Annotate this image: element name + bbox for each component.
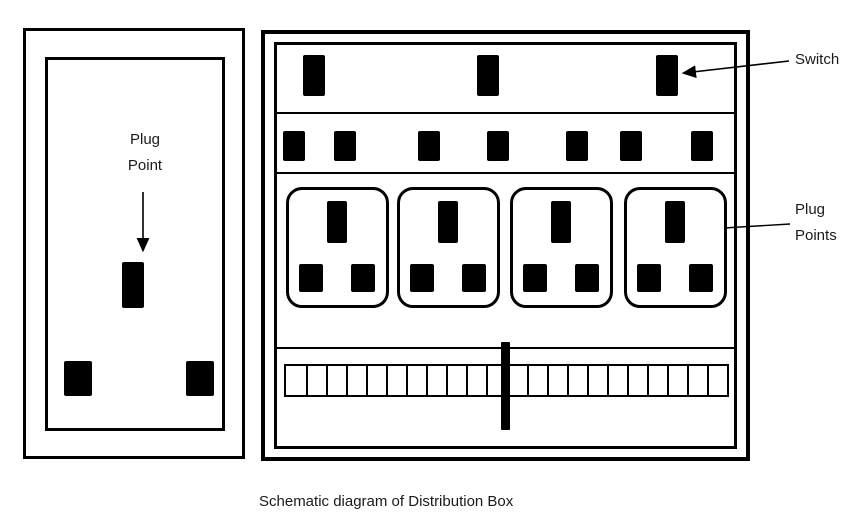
terminal-cell-divider [527,366,529,395]
plug-socket [286,187,389,308]
plug-points-annotation-line2: Points [795,227,837,244]
socket-live-pin [523,264,547,292]
terminal-cell-divider [587,366,589,395]
switch-annotation-text: Switch [795,51,840,68]
terminal-cell-divider [567,366,569,395]
terminal-cell-divider [707,366,709,395]
terminal-cell-divider [326,366,328,395]
terminal-cell-divider [647,366,649,395]
plug-point-left-pin [64,361,92,396]
plug-point-label-line1: Plug [129,131,161,148]
divider-line-top [277,112,734,114]
terminal-cell-divider [386,366,388,395]
rocker-switch [283,131,305,161]
rocker-switch [334,131,356,161]
terminal-cell-divider [306,366,308,395]
socket-earth-pin [327,201,347,243]
rocker-switch [487,131,509,161]
rocker-switch [418,131,440,161]
socket-live-pin [410,264,434,292]
plug-point-label-line2: Point [127,157,163,174]
terminal-cell-divider [446,366,448,395]
main-switch [303,55,325,96]
plug-socket [624,187,727,308]
terminal-cell-divider [687,366,689,395]
divider-line-middle [277,172,734,174]
plug-socket [510,187,613,308]
socket-neutral-pin [689,264,713,292]
plug-points-annotation-line1: Plug [795,201,826,218]
socket-earth-pin [438,201,458,243]
rocker-switch [620,131,642,161]
socket-neutral-pin [351,264,375,292]
terminal-cell-divider [667,366,669,395]
socket-live-pin [637,264,661,292]
terminal-cell-divider [406,366,408,395]
plug-point-right-pin [186,361,214,396]
plug-socket [397,187,500,308]
socket-neutral-pin [575,264,599,292]
diagram-caption: Schematic diagram of Distribution Box [259,493,514,510]
terminal-cell-divider [466,366,468,395]
socket-earth-pin [665,201,685,243]
rocker-switch [691,131,713,161]
socket-neutral-pin [462,264,486,292]
socket-live-pin [299,264,323,292]
terminal-cell-divider [426,366,428,395]
terminal-cell-divider [547,366,549,395]
main-switch [656,55,678,96]
rocker-switch [566,131,588,161]
terminal-cell-divider [627,366,629,395]
plug-point-label: Plug Point [95,127,195,179]
socket-earth-pin [551,201,571,243]
terminal-cell-divider [607,366,609,395]
plug-point-top-pin [122,262,144,308]
main-switch [477,55,499,96]
terminal-cell-divider [486,366,488,395]
main-bus-bar [501,342,510,430]
terminal-cell-divider [346,366,348,395]
switch-annotation: Switch [795,47,839,73]
terminal-cell-divider [366,366,368,395]
plug-points-annotation: Plug Points [795,197,837,249]
